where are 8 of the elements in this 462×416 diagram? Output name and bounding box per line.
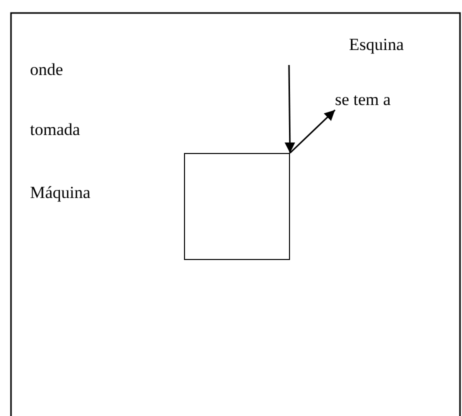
text-label: Esquina [349,35,404,55]
arrow [284,65,296,153]
text-label: tomada [30,120,80,140]
text-label: se tem a [335,90,397,110]
arrow [289,109,336,154]
text-label: Máquina [30,183,90,203]
square-box [184,153,290,260]
text-label: onde [30,60,64,80]
